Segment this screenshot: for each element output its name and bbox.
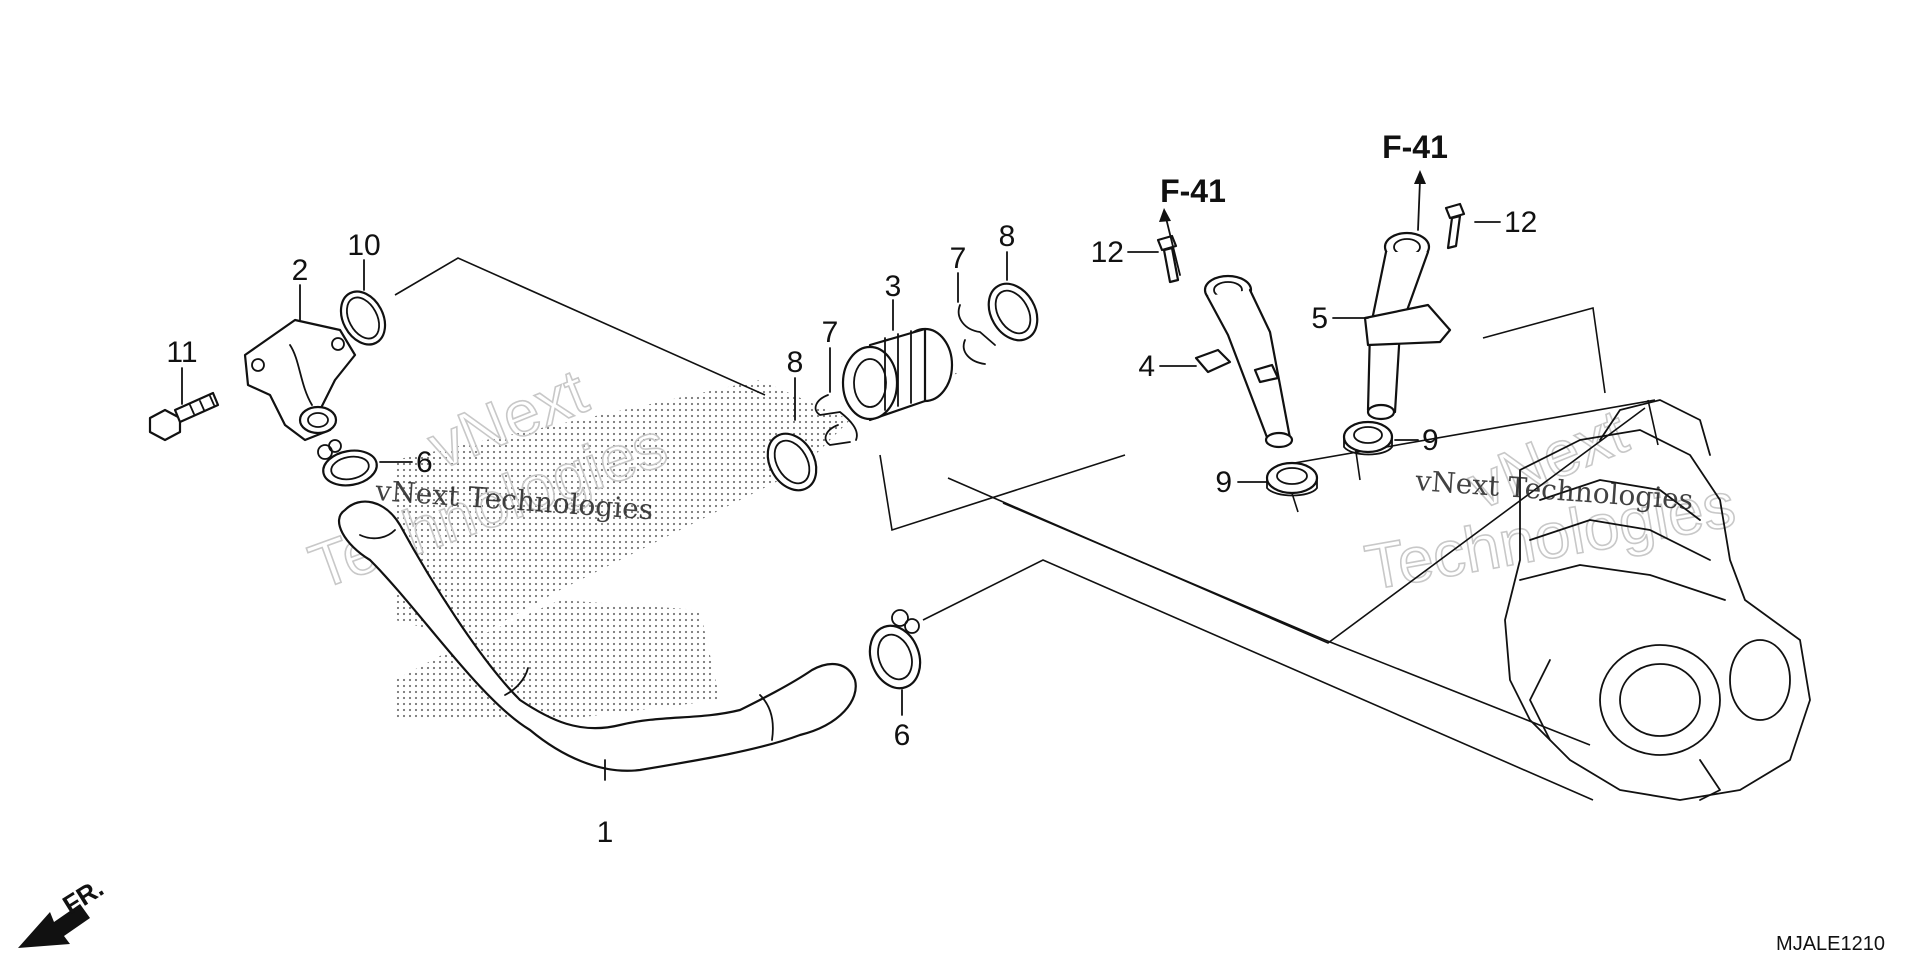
reference-labels: F-41 F-41 (1160, 129, 1448, 209)
callout-7-left: 7 (822, 316, 839, 349)
callout-4: 4 (1138, 350, 1155, 383)
front-direction-indicator: FR. (18, 872, 109, 948)
water-pipe-right (1363, 231, 1452, 421)
diagram-code: MJALE1210 (1776, 933, 1885, 955)
water-hose (338, 500, 857, 772)
o-rings (339, 282, 1039, 492)
connector-joint (841, 327, 954, 422)
callout-11: 11 (166, 336, 197, 369)
water-joint (243, 318, 357, 442)
callout-8-right: 8 (999, 220, 1016, 253)
callout-7-right: 7 (950, 242, 967, 275)
arrow-up-icon (1414, 170, 1426, 184)
assembly-lines (394, 257, 1659, 801)
clips (814, 304, 996, 446)
engine-block (1504, 399, 1811, 801)
callout-5: 5 (1311, 302, 1328, 335)
reference-f41-right: F-41 (1382, 129, 1448, 165)
reference-f41-left: F-41 (1160, 173, 1226, 209)
callout-numbers: 1 2 3 4 5 6 6 7 7 8 8 9 9 10 11 12 12 (166, 206, 1537, 849)
callout-12-right: 12 (1504, 206, 1537, 239)
callout-9-right: 9 (1422, 424, 1439, 457)
water-pipe-left (1194, 274, 1294, 449)
callout-1: 1 (597, 816, 614, 849)
callout-2: 2 (292, 254, 309, 287)
reference-arrows (1159, 170, 1426, 276)
callout-12-left: 12 (1091, 236, 1124, 269)
arrow-up-icon (1159, 208, 1171, 222)
callout-6-lower: 6 (894, 719, 911, 752)
front-arrow-icon (18, 904, 90, 948)
callout-10: 10 (347, 229, 380, 262)
callout-6-upper: 6 (416, 446, 433, 479)
callout-8-left: 8 (787, 346, 804, 379)
callout-leaders (181, 221, 1501, 781)
hose-clamps (317, 439, 922, 690)
bolts (148, 202, 1466, 442)
callout-9-left: 9 (1215, 466, 1232, 499)
callout-3: 3 (885, 270, 902, 303)
seals (1265, 420, 1394, 497)
front-label: FR. (57, 872, 108, 920)
